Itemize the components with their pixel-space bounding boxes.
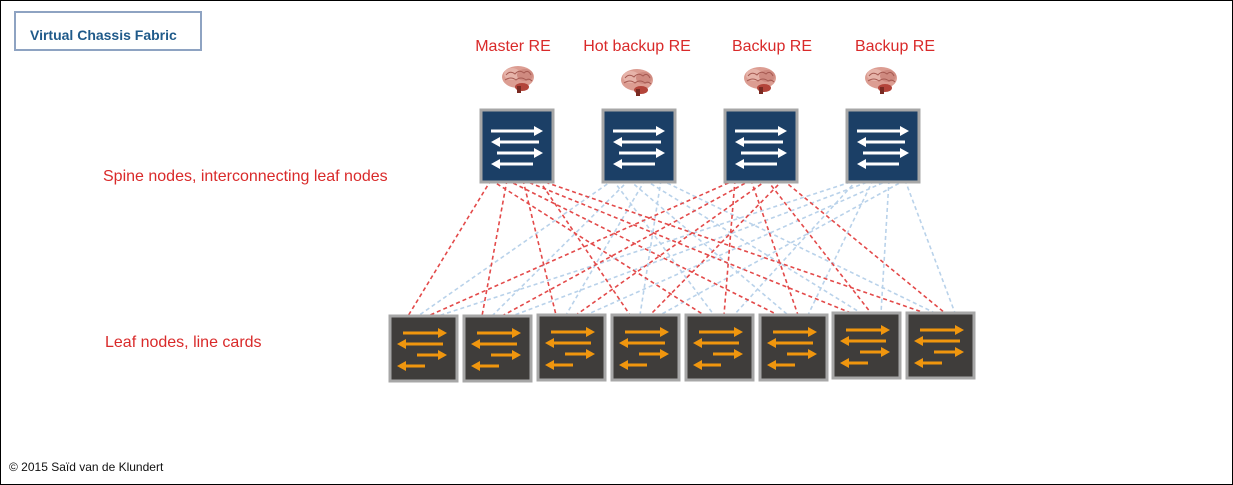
fabric-link [407, 179, 492, 317]
fabric-link [427, 179, 736, 317]
fabric-link [904, 179, 956, 314]
fabric-link [565, 179, 646, 316]
leaf-node-8 [905, 311, 976, 380]
fabric-link [659, 179, 906, 316]
spine-nodes-label: Spine nodes, interconnecting leaf nodes [103, 168, 388, 185]
fabric-link [506, 179, 779, 316]
brain-icon [501, 65, 535, 94]
leaf-node-2 [462, 314, 533, 383]
spine-node-1 [479, 108, 555, 184]
fabric-link [660, 179, 936, 314]
fabric-link [639, 179, 662, 316]
leaf-node-3 [536, 313, 607, 382]
fabric-links [407, 179, 956, 317]
fabric-link [538, 179, 631, 316]
brain-icon [620, 68, 654, 97]
fabric-link [649, 179, 784, 316]
fabric-link [522, 179, 557, 316]
spine-node-2 [601, 108, 677, 184]
fabric-link [585, 179, 890, 316]
leaf-node-6 [758, 313, 829, 382]
fabric-link [807, 179, 874, 316]
spine-role-label-hot-backup: Hot backup RE [583, 38, 691, 55]
leaf-nodes-label: Leaf nodes, line cards [105, 334, 262, 351]
spine-node-4 [845, 108, 921, 184]
title-box: Virtual Chassis Fabric [14, 11, 202, 51]
spine-nodes [479, 108, 921, 184]
brain-icon [864, 66, 898, 95]
re-brain-icons [501, 65, 898, 97]
fabric-link [575, 179, 768, 316]
fabric-link [644, 179, 862, 314]
fabric-link [417, 179, 614, 317]
spine-role-label-backup-1: Backup RE [731, 38, 813, 55]
diagram-title: Virtual Chassis Fabric [30, 27, 177, 43]
fabric-link [766, 179, 872, 314]
spine-role-label-backup-2: Backup RE [854, 38, 936, 55]
leaf-node-1 [388, 314, 459, 383]
brain-icon [743, 66, 777, 95]
fabric-link [538, 179, 926, 314]
fabric-link [437, 179, 858, 317]
spine-node-3 [723, 108, 799, 184]
fabric-link [723, 179, 736, 316]
fabric-link [733, 179, 858, 316]
leaf-nodes [388, 311, 976, 383]
leaf-node-5 [684, 313, 755, 382]
fabric-link [612, 179, 715, 316]
fabric-link [490, 179, 705, 316]
copyright-notice: © 2015 Saïd van de Klundert [9, 460, 164, 474]
spine-role-label-master: Master RE [475, 38, 551, 55]
leaf-node-4 [610, 313, 681, 382]
leaf-node-7 [831, 311, 902, 380]
fabric-link [628, 179, 789, 316]
fabric-link [501, 179, 752, 317]
fabric-link [522, 179, 852, 314]
fabric-link [481, 179, 508, 317]
fabric-link [491, 179, 630, 317]
fabric-link [880, 179, 890, 314]
fabric-link [750, 179, 799, 316]
